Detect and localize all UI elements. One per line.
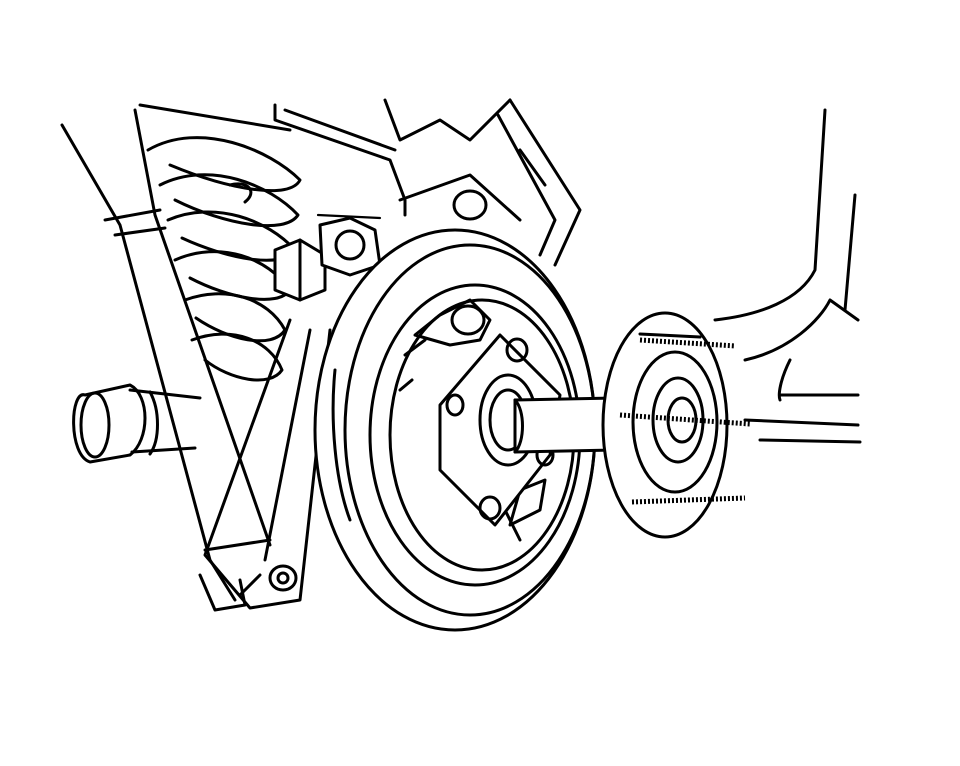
axle-spindle: [478, 373, 617, 467]
suspension-arm: [203, 318, 332, 610]
upper-bracket: [273, 98, 582, 267]
body-panel: [713, 108, 862, 444]
wheel-studs: [619, 332, 751, 505]
coil-spring: [138, 103, 302, 382]
bushing-bolt: [72, 383, 202, 464]
